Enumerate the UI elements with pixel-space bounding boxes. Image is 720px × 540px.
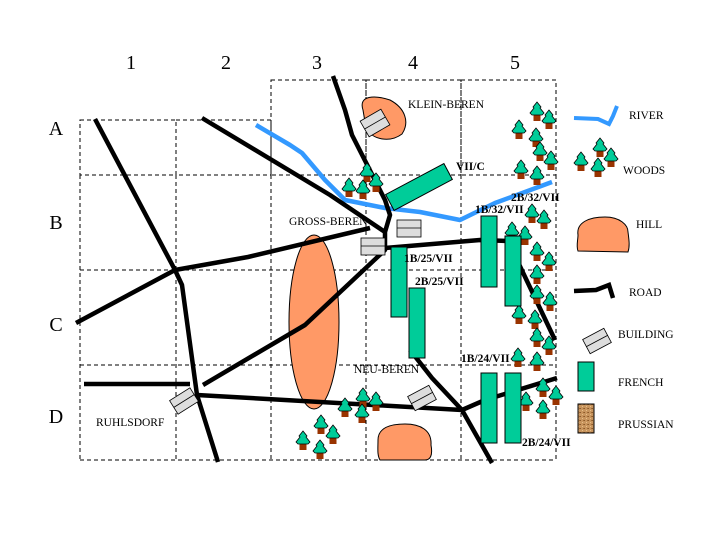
- column-label-5: 5: [510, 52, 520, 74]
- legend-river: RIVER: [573, 105, 664, 127]
- row-label-c: C: [49, 314, 62, 336]
- tree-icon: [548, 385, 564, 406]
- tree-icon: [529, 165, 545, 186]
- legend-label-woods: WOODS: [623, 165, 665, 177]
- hill-gross-beren: [288, 234, 340, 410]
- tree-icon: [295, 430, 311, 451]
- column-label-2: 2: [221, 52, 231, 74]
- row-label-a: A: [49, 118, 64, 140]
- unit-2b-25-vii[interactable]: [408, 287, 426, 359]
- column-label-1: 1: [126, 52, 136, 74]
- building-klein-beren: [359, 108, 391, 138]
- tree-icon: [529, 351, 545, 372]
- tree-icon: [529, 241, 545, 262]
- legend-building: BUILDING: [582, 327, 674, 355]
- tree-icon: [513, 159, 529, 180]
- legend-label-french: FRENCH: [618, 377, 663, 389]
- tree-icon: [524, 203, 540, 224]
- legend-label-hill: HILL: [636, 219, 662, 231]
- road-icon: [573, 282, 616, 299]
- legend-french: FRENCH: [577, 361, 663, 392]
- unit-1b-32-vii[interactable]: [480, 215, 498, 288]
- row-label-d: D: [49, 406, 63, 428]
- legend-label-road: ROAD: [629, 287, 662, 299]
- tree-icon: [511, 119, 527, 140]
- river: [254, 123, 553, 223]
- tree-icon: [325, 424, 341, 445]
- legend-road: ROAD: [573, 282, 662, 299]
- unit-2b-24-vii[interactable]: [504, 372, 522, 444]
- unit-label-1b-32-vii: 1B/32/VII: [475, 204, 524, 216]
- legend-label-prussian: PRUSSIAN: [618, 419, 674, 431]
- unit-label-2b-25-vii: 2B/25/VII: [415, 276, 464, 288]
- tree-icon: [536, 209, 552, 230]
- tree-icon: [529, 327, 545, 348]
- hill-neu-beren: [377, 423, 433, 461]
- tree-icon: [529, 101, 545, 122]
- building-icon: [582, 327, 612, 355]
- unit-label-1b-24-vii: 1B/24/VII: [461, 353, 510, 365]
- woods-neu-beren: [337, 387, 384, 424]
- column-label-3: 3: [312, 52, 322, 74]
- tree-icon: [510, 347, 526, 368]
- tree-icon: [511, 304, 527, 325]
- tree-icon: [541, 251, 557, 272]
- place-label-neu-beren: NEU-BEREN: [354, 364, 420, 376]
- unit-label-1b-25-vii: 1B/25/VII: [404, 253, 453, 265]
- building-neu-beren: [407, 384, 437, 412]
- unit-vii-c[interactable]: [384, 162, 454, 212]
- building-gross-beren-1: [360, 237, 386, 256]
- unit-1b-25-vii[interactable]: [390, 246, 408, 318]
- prussian-unit-icon: [577, 403, 595, 434]
- legend-prussian: PRUSSIAN: [577, 403, 674, 434]
- woods-gross-beren: [341, 162, 384, 200]
- column-label-4: 4: [408, 52, 418, 74]
- hill-icon: [576, 216, 630, 253]
- building-gross-beren-2: [396, 219, 422, 238]
- river-icon: [573, 105, 619, 127]
- tree-icon: [312, 439, 328, 460]
- legend-woods: WOODS: [573, 137, 665, 178]
- place-label-klein-beren: KLEIN-BEREN: [408, 99, 485, 111]
- tree-icon: [529, 264, 545, 285]
- legend-label-building: BUILDING: [618, 329, 674, 341]
- unit-label-2b-24-vii: 2B/24/VII: [522, 437, 571, 449]
- unit-2b-32-vii[interactable]: [504, 235, 522, 307]
- tree-icon: [368, 391, 384, 412]
- building-ruhlsdorf: [169, 387, 199, 415]
- tree-icon: [355, 179, 371, 200]
- unit-1b-24-vii[interactable]: [480, 372, 498, 444]
- tree-icon: [535, 399, 551, 420]
- unit-label-vii-c: VII/C: [456, 161, 485, 173]
- legend-label-river: RIVER: [629, 110, 664, 122]
- row-label-b: B: [49, 212, 62, 234]
- legend-hill: HILL: [576, 216, 662, 253]
- legend: RIVER WOODS HILL ROAD BUILDING: [573, 105, 674, 434]
- tree-icon: [341, 177, 357, 198]
- tree-icon: [313, 414, 329, 435]
- place-label-ruhlsdorf: RUHLSDORF: [96, 417, 164, 429]
- roads: [74, 75, 558, 465]
- woods-southwest: [295, 414, 341, 460]
- tree-icon: [542, 291, 558, 312]
- place-label-gross-beren: GROSS-BEREN: [289, 216, 368, 228]
- french-unit-icon: [577, 361, 595, 392]
- woods-icon: [573, 137, 619, 178]
- unit-label-2b-32-vii: 2B/32/VII: [511, 192, 560, 204]
- woods-southeast: [518, 377, 564, 420]
